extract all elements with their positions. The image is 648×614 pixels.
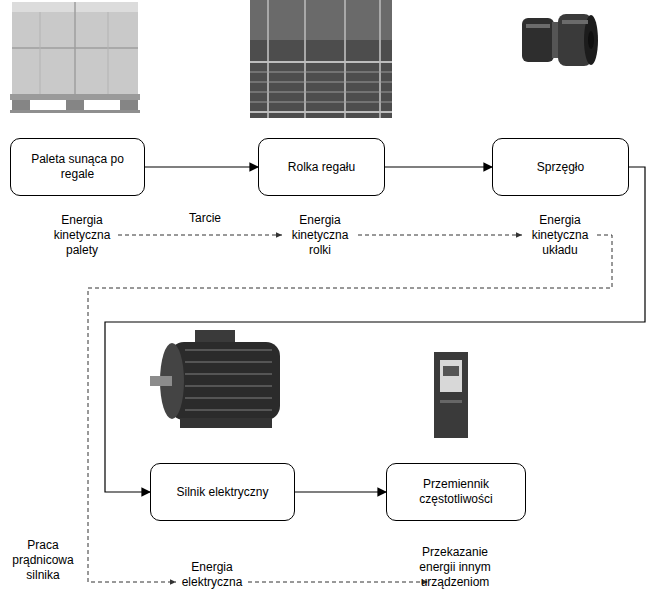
flow-arrow xyxy=(385,166,492,167)
flow-label: Energia elektryczna xyxy=(172,560,252,590)
box-text-group: Silnik elektryczny xyxy=(176,485,268,500)
box-label: Sprzęgło xyxy=(537,160,584,175)
dashed-arrow xyxy=(88,235,612,582)
box-text-group: Rolka regału xyxy=(288,160,355,175)
flow-label: Energia kinetyczna palety xyxy=(42,213,122,258)
flow-label: Energia kinetyczna układu xyxy=(520,213,600,258)
box-text-group: Przemiennik częstotliwości xyxy=(396,477,516,507)
flow-arrow xyxy=(105,167,645,492)
dashed-arrow xyxy=(358,235,522,236)
box-label: Silnik elektryczny xyxy=(176,485,268,500)
process-box: Rolka regału xyxy=(258,138,385,196)
process-box: Sprzęgło xyxy=(492,138,629,196)
motor-photo xyxy=(150,330,280,428)
flow-label: Tarcie xyxy=(175,211,235,226)
dashed-arrow xyxy=(248,582,428,583)
box-text-group: Sprzęgło xyxy=(537,160,584,175)
flow-label: Praca prądnicowa silnika xyxy=(6,538,80,583)
box-text-group: Paleta sunąca po regale xyxy=(20,152,135,182)
flow-arrow xyxy=(145,166,258,167)
energy-flow-lines xyxy=(88,235,612,582)
flow-arrow xyxy=(295,491,386,492)
coupling-photo xyxy=(522,14,598,66)
process-box: Przemiennik częstotliwości xyxy=(386,463,526,521)
pallet-photo xyxy=(10,2,140,113)
inverter-photo xyxy=(434,352,468,438)
flow-label: Energia kinetyczna rolki xyxy=(280,213,360,258)
flow-label: Przekazanie energii innym urządzeniom xyxy=(419,545,491,590)
rack-photo xyxy=(250,0,392,118)
box-label: Przemiennik częstotliwości xyxy=(396,477,516,507)
box-label: Paleta sunąca po regale xyxy=(20,152,135,182)
process-box: Silnik elektryczny xyxy=(150,463,295,521)
dashed-arrow xyxy=(118,235,282,236)
box-label: Rolka regału xyxy=(288,160,355,175)
process-box: Paleta sunąca po regale xyxy=(10,138,145,196)
